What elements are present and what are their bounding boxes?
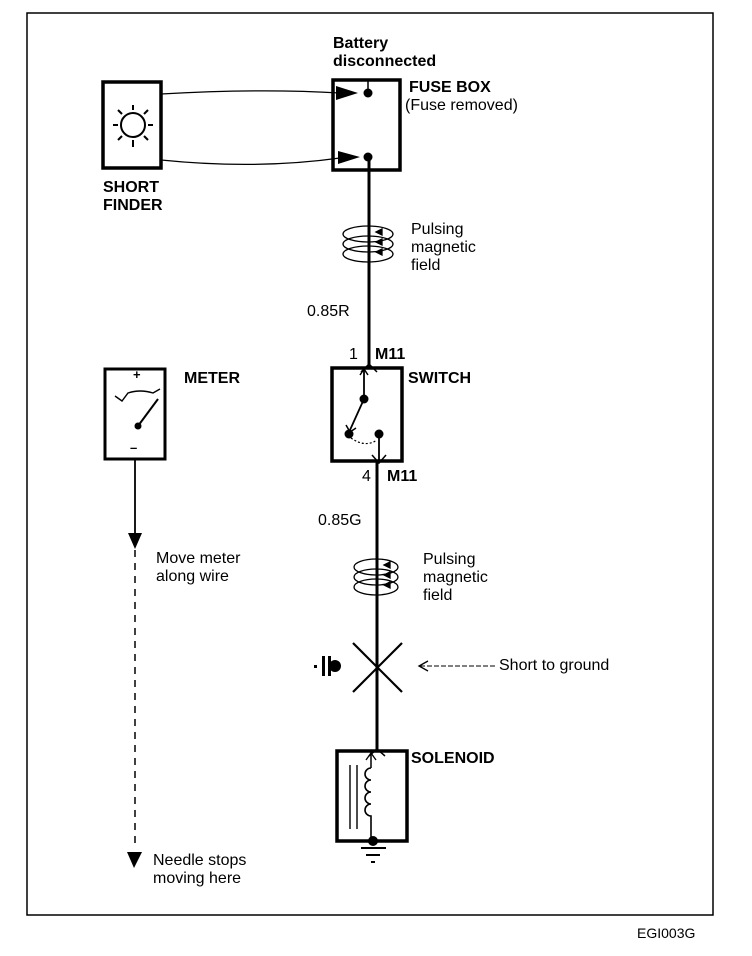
- lamp-icon: [113, 105, 153, 147]
- ground-icon: [361, 847, 386, 863]
- fuse-box-note: (Fuse removed): [405, 97, 518, 114]
- move-meter-line1: Move meter: [156, 550, 241, 567]
- battery-note-line1: Battery: [333, 35, 389, 52]
- short-pointer-arrowhead: [417, 660, 429, 672]
- fuse-box: [331, 78, 402, 172]
- meter-needle: [137, 398, 159, 427]
- fuse-box-label: FUSE BOX: [409, 79, 491, 96]
- switch-box: [330, 366, 404, 463]
- fuse-terminal-top: [363, 88, 373, 98]
- move-arrow-icon: [128, 533, 142, 549]
- short-finder-box: [101, 80, 163, 170]
- field-lower-line1: Pulsing: [423, 551, 476, 568]
- field-upper-line1: Pulsing: [411, 221, 464, 238]
- switch-blade: [349, 398, 365, 431]
- short-to-ground-label: Short to ground: [499, 657, 610, 674]
- field-upper-line3: field: [411, 257, 441, 274]
- battery-note-line2: disconnected: [333, 53, 437, 70]
- figure-frame: [26, 12, 714, 916]
- figure-id: EGI003G: [637, 925, 696, 941]
- switch-label: SWITCH: [408, 370, 472, 387]
- meter-plus-sign: +: [133, 367, 141, 382]
- coil-icon: [364, 767, 372, 840]
- switch-component: [330, 366, 404, 463]
- switch-pin-top: 1: [349, 346, 358, 363]
- short-finder-device: [101, 80, 163, 170]
- switch-connector-bottom: M11: [387, 468, 418, 485]
- finder-lead-top: [160, 90, 341, 95]
- switch-connector-top: M11: [375, 346, 406, 363]
- solenoid-label: SOLENOID: [411, 750, 495, 767]
- connector-m11-bottom: [371, 454, 387, 465]
- field-upper-line2: magnetic: [411, 239, 476, 256]
- needle-stops-line1: Needle stops: [153, 852, 247, 869]
- probe-arrow-top: [336, 86, 358, 100]
- wire-spec-upper: 0.85R: [307, 303, 350, 320]
- magnetic-field-icon-upper: [342, 225, 394, 263]
- chassis-ground-icon: [314, 656, 341, 676]
- meter-label: METER: [184, 370, 240, 387]
- wire-spec-lower: 0.85G: [318, 512, 362, 529]
- switch-pin-bottom: 4: [362, 468, 371, 485]
- field-lower-line3: field: [423, 587, 453, 604]
- needle-stops-line2: moving here: [153, 870, 242, 887]
- short-finder-label-line2: FINDER: [103, 197, 163, 214]
- stop-arrow-icon: [127, 852, 142, 868]
- short-to-ground-marker: [352, 642, 403, 693]
- meter-scale: [114, 388, 161, 402]
- short-finder-label-line1: SHORT: [103, 179, 159, 196]
- probe-arrow-bottom: [338, 151, 360, 164]
- finder-lead-bottom: [160, 157, 341, 166]
- solenoid-component: [335, 748, 409, 846]
- field-lower-line2: magnetic: [423, 569, 488, 586]
- solenoid-box: [335, 749, 409, 843]
- move-meter-line2: along wire: [156, 568, 229, 585]
- magnetic-field-icon-lower: [353, 558, 399, 596]
- meter-minus-sign: –: [130, 440, 138, 455]
